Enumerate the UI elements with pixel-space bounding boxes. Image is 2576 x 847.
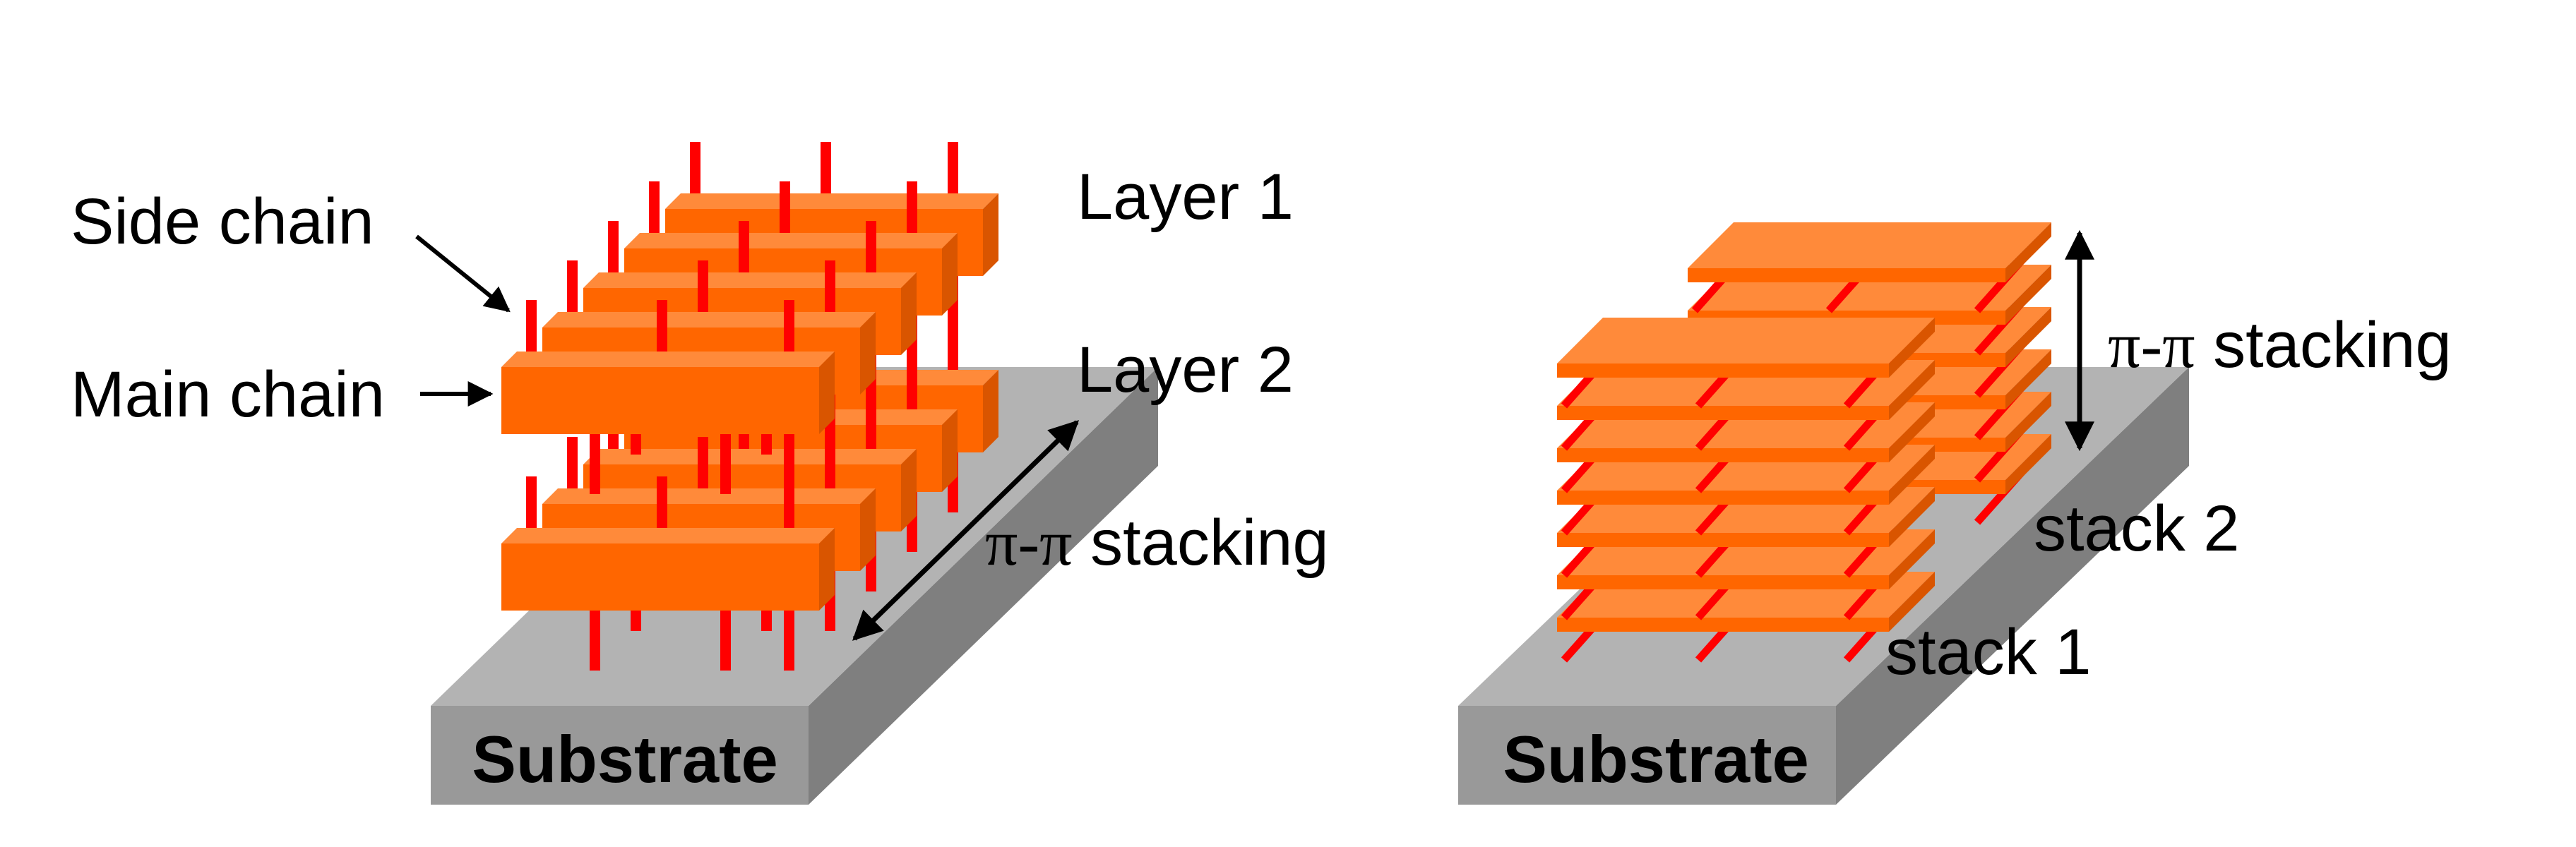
lamella-top-face	[1688, 222, 2051, 268]
lamella-side-face	[1889, 572, 1935, 632]
right-stacking-label: π-π stacking	[2108, 309, 2452, 381]
lamella-side-face	[2005, 434, 2051, 494]
backbone-side-face	[983, 193, 998, 276]
lamella-front-face	[1557, 406, 1889, 420]
backbone-side-face	[901, 272, 917, 355]
stack-1-lamellae	[1557, 318, 1935, 663]
main-chain-label: Main chain	[71, 359, 385, 431]
backbone-top-face	[665, 193, 998, 209]
stack-2-label: stack 2	[2034, 493, 2239, 565]
left-pi-pi-symbol: π-π	[985, 507, 1073, 579]
face-on-stacks	[1557, 222, 2051, 663]
edge-on-panel: Substrate Side chain Main chain Layer 1 …	[71, 142, 1329, 805]
edge-on-stack	[501, 142, 998, 671]
lamella-side-face	[2005, 392, 2051, 452]
backbone-top-face	[624, 233, 958, 248]
backbone-side-face	[860, 312, 876, 395]
lamella-front-face	[1557, 575, 1889, 589]
lamella-side-face	[2005, 265, 2051, 325]
side-chain-down	[784, 431, 794, 494]
side-chain-down	[590, 607, 600, 671]
lamella-front-face	[1688, 268, 2005, 282]
lamella-side-face	[2005, 307, 2051, 367]
lamella-front-face	[1557, 364, 1889, 378]
right-pi-pi-symbol: π-π	[2108, 309, 2195, 381]
backbone-top-face	[501, 528, 835, 543]
lamella-top-face	[1557, 318, 1935, 364]
lamella-front-face	[1557, 448, 1889, 462]
left-stacking-label: π-π stacking	[985, 507, 1329, 579]
backbone-top-face	[501, 352, 835, 367]
lamella-side-face	[2005, 349, 2051, 409]
left-substrate-label: Substrate	[472, 722, 778, 796]
lamella-side-face	[1889, 487, 1935, 547]
side-chain-down	[784, 607, 794, 671]
backbone-top-face	[583, 272, 917, 288]
layer-1-chains	[501, 142, 998, 494]
lamella-front-face	[1557, 533, 1889, 547]
side-chain-down	[720, 607, 731, 671]
left-stacking-arrow	[852, 420, 1080, 641]
backbone-front-face	[501, 367, 819, 434]
backbone-top-face	[542, 312, 876, 328]
backbone-side-face	[819, 528, 835, 611]
side-chain-label: Side chain	[71, 186, 374, 258]
side-chain-down	[720, 431, 731, 494]
lamella-side-face	[1889, 445, 1935, 505]
left-stacking-word: stacking	[1073, 507, 1329, 579]
lamella-front-face	[1557, 491, 1889, 505]
side-chain-pointer-arrow	[415, 234, 511, 313]
backbone-front-face	[501, 543, 819, 611]
lamella-side-face	[1889, 529, 1935, 589]
lamella-side-face	[1889, 402, 1935, 462]
stack-1-label: stack 1	[1885, 616, 2091, 688]
right-substrate-label: Substrate	[1503, 722, 1809, 796]
backbone-side-face	[942, 233, 958, 316]
backbone-side-face	[819, 352, 835, 434]
right-stacking-word: stacking	[2195, 309, 2452, 381]
lamella-side-face	[1889, 360, 1935, 420]
layer-1-label: Layer 1	[1077, 161, 1294, 233]
face-on-panel: Substrate π-π stacking stack 2 stack 1	[1458, 222, 2452, 805]
lamella-front-face	[1557, 618, 1889, 632]
layer-2-label: Layer 2	[1077, 334, 1294, 406]
lamella-side-face	[2005, 222, 2051, 282]
lamella-side-face	[1889, 318, 1935, 378]
side-chain-down	[590, 431, 600, 494]
